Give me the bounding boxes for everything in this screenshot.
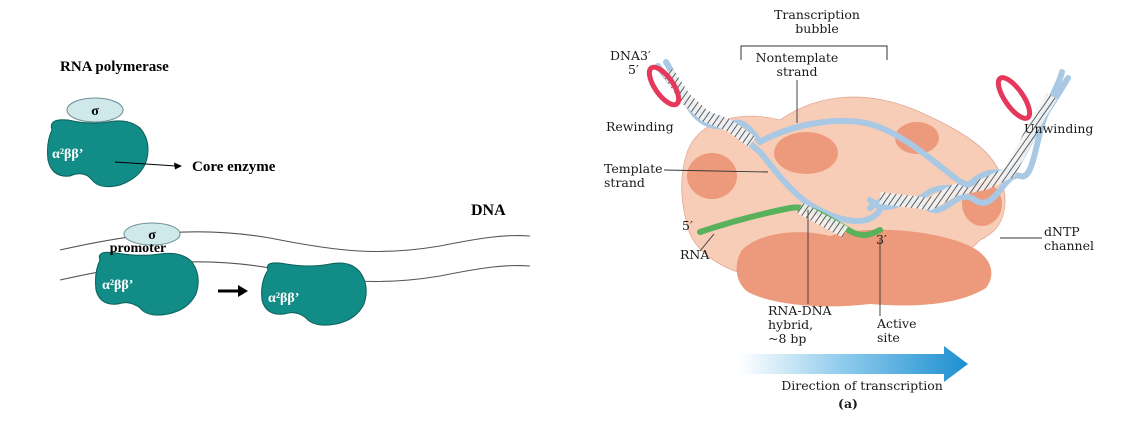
- template-label-2: strand: [604, 175, 645, 190]
- nontemplate-strand: [757, 117, 978, 188]
- transcription-bubble-label-2: bubble: [795, 21, 838, 36]
- hybrid-label-1: RNA-DNA: [768, 303, 833, 318]
- core-enzyme-pointer: [114, 161, 177, 167]
- hybrid-label-3: ~8 bp: [768, 331, 806, 346]
- active-site-label-2: site: [877, 330, 900, 345]
- dna-5prime-label: 5′: [628, 62, 639, 77]
- core-enzyme-moving-shape: [261, 262, 367, 326]
- nontemplate-label-1: Nontemplate: [756, 50, 839, 65]
- core-enzyme-arrowhead: [174, 162, 182, 170]
- active-site-label-1: Active: [876, 316, 917, 331]
- polymerase-lobe-top: [774, 132, 838, 174]
- template-label-1: Template: [604, 161, 663, 176]
- panel-letter: (a): [838, 396, 858, 411]
- right-panel: Transcription bubble DNA 3′ 5′ Nontempla…: [604, 7, 1094, 411]
- template-strand: [757, 149, 883, 224]
- core-enzyme-label: Core enzyme: [192, 159, 276, 175]
- transcription-bubble-label-1: Transcription: [774, 7, 860, 22]
- rna-5prime-label: 5′: [682, 218, 693, 233]
- rna-leader: [699, 233, 715, 252]
- unwinding-label: Unwinding: [1024, 121, 1093, 136]
- core-enzyme-moving-subunits: α²ββ’: [268, 291, 299, 306]
- core-enzyme-bound-subunits: α²ββ’: [102, 278, 133, 293]
- left-panel: RNA polymerase σ α²ββ’ Core enzyme DNA σ…: [47, 59, 531, 326]
- dna-label-right: DNA: [610, 48, 641, 63]
- rna-3prime-label: 3′: [876, 232, 887, 247]
- dna-3prime-label: 3′: [640, 48, 651, 63]
- promoter-label: promoter: [110, 241, 167, 256]
- rna-dna-hybrid-pairs: [797, 202, 848, 238]
- rna-polymerase-title: RNA polymerase: [60, 59, 169, 75]
- dntp-label-1: dNTP: [1044, 224, 1080, 239]
- core-enzyme-subunits: α²ββ’: [52, 147, 83, 162]
- core-enzyme-bound-shape: [95, 251, 199, 316]
- sigma-label-bound: σ: [148, 228, 156, 243]
- core-enzyme-shape: [47, 119, 149, 188]
- nontemplate-label-2: strand: [777, 64, 818, 79]
- polymerase-lobe-top-right: [895, 122, 939, 154]
- hybrid-label-2: hybrid,: [768, 317, 813, 332]
- polymerase-lower-domain: [736, 229, 992, 307]
- sigma-label: σ: [91, 104, 99, 119]
- downstream-dna-duplex: [867, 69, 1071, 214]
- dna-label: DNA: [471, 202, 506, 219]
- transition-arrowhead: [238, 285, 248, 297]
- upstream-base-pairs: [662, 68, 756, 147]
- rna-label: RNA: [680, 247, 710, 262]
- direction-arrow: [740, 346, 968, 382]
- unwinding-marker: [995, 75, 1033, 121]
- sigma-factor-shape: [66, 97, 124, 123]
- downstream-base-pairs: [879, 92, 1058, 211]
- sigma-factor-bound-shape: [123, 222, 181, 246]
- direction-label: Direction of transcription: [781, 378, 943, 393]
- rewinding-marker: [646, 64, 682, 108]
- template-leader: [663, 169, 769, 173]
- dntp-label-2: channel: [1044, 238, 1094, 253]
- polymerase-lobe-left: [687, 153, 737, 199]
- rewinding-label: Rewinding: [606, 119, 674, 134]
- transcription-bubble-bracket: [740, 45, 888, 60]
